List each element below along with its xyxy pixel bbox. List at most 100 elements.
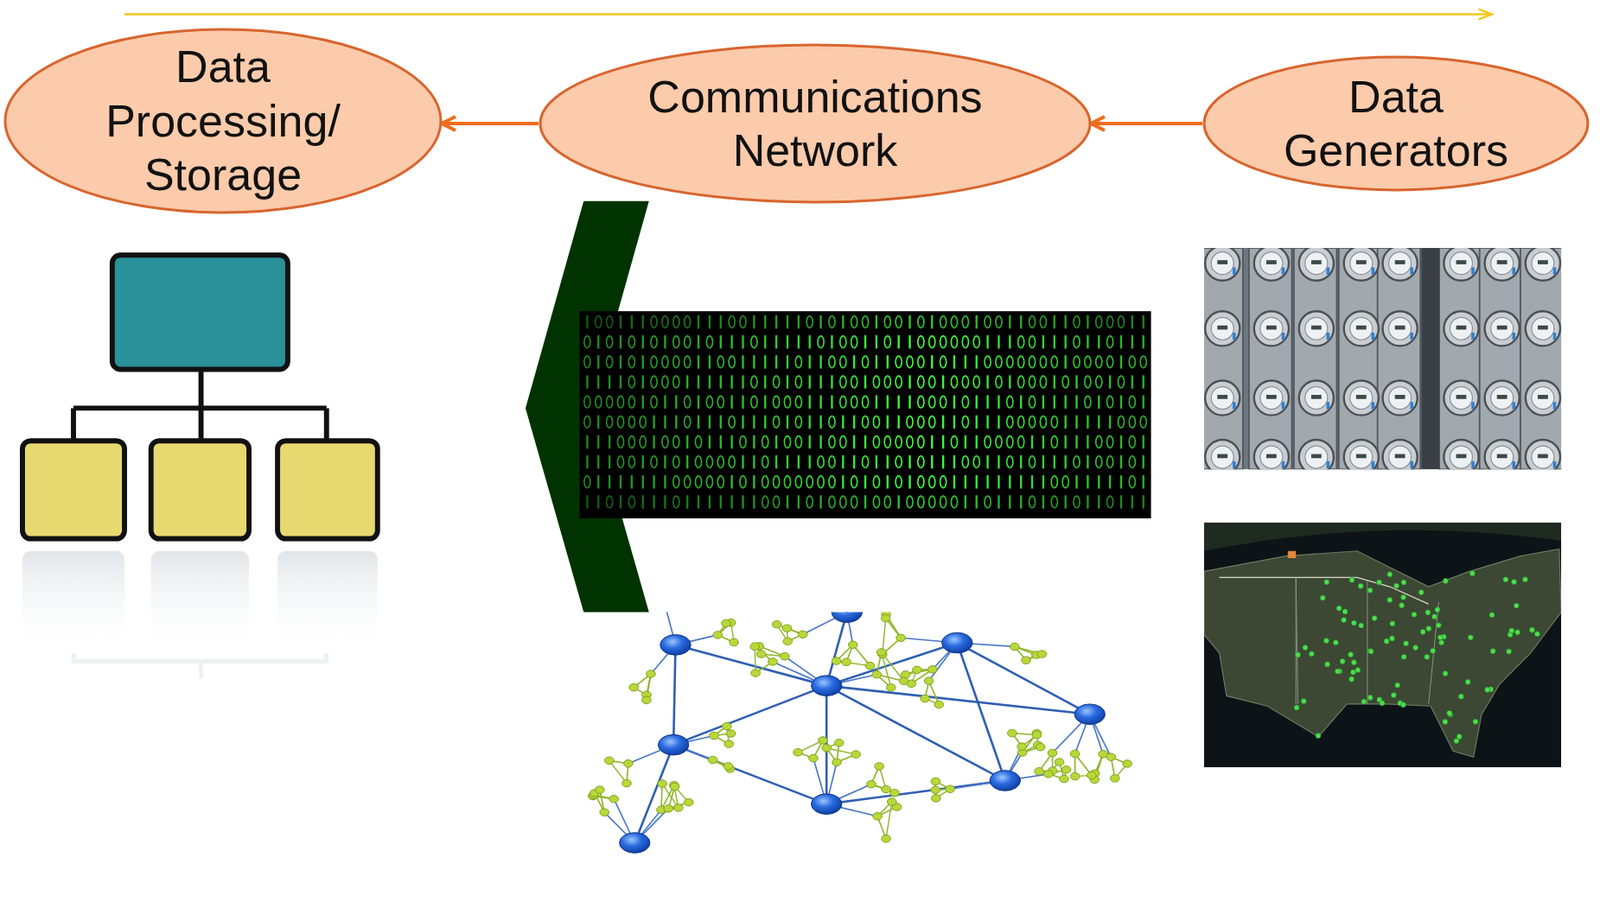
leaf-node (683, 798, 694, 807)
sensor-dot (1339, 658, 1346, 664)
binary-digit (1109, 375, 1111, 389)
binary-digit (908, 475, 911, 489)
node-text-group: Communications Network (633, 70, 997, 179)
binary-digit (1051, 356, 1058, 369)
binary-digit (1117, 376, 1124, 389)
meter-display (1456, 454, 1467, 459)
binary-digit (1062, 476, 1069, 489)
binary-digit (606, 336, 613, 349)
binary-digit (1029, 376, 1036, 389)
binary-digit (851, 316, 858, 329)
leaf-node (1106, 753, 1116, 762)
sensor-dot (1300, 698, 1307, 704)
meter-seal (1326, 461, 1331, 469)
binary-digit (1120, 395, 1122, 409)
sensor-dot (1315, 733, 1321, 739)
binary-digit (752, 415, 755, 429)
leaf-node (834, 739, 844, 748)
binary-digit (1064, 455, 1066, 469)
node-label: Data Processing/ Storage (93, 39, 353, 202)
binary-digit (886, 395, 889, 409)
binary-digit (695, 476, 702, 489)
binary-digit (809, 435, 811, 449)
binary-digit (762, 496, 769, 509)
binary-digit (1029, 316, 1036, 329)
network-leaves (588, 612, 1133, 843)
leaf-node (726, 730, 736, 739)
binary-digit (975, 355, 978, 369)
binary-digit (730, 395, 733, 409)
hub-node (989, 771, 1020, 792)
meter-seal (1326, 267, 1331, 275)
meter-ring (1344, 381, 1379, 416)
binary-digit (708, 495, 711, 509)
meter-seal (1281, 461, 1286, 469)
network-hubs (619, 612, 1106, 855)
sensor-dot (1341, 617, 1347, 623)
leaf-node (729, 638, 740, 647)
meter-face (1491, 317, 1514, 340)
binary-digit (764, 375, 766, 389)
binary-digit (631, 315, 633, 329)
binary-digit (619, 495, 622, 509)
binary-digit (809, 395, 811, 409)
binary-digit (975, 395, 978, 409)
binary-digit (930, 315, 933, 329)
binary-digit (973, 456, 980, 469)
binary-ground (580, 311, 1152, 519)
sensor-dot (1387, 597, 1393, 603)
binary-digit (762, 436, 769, 449)
meter-display (1537, 325, 1549, 331)
sensor-dot (1361, 699, 1367, 705)
meter-seal (1232, 332, 1237, 340)
binary-digit (795, 415, 802, 428)
binary-digit (764, 315, 766, 329)
binary-digit (953, 395, 956, 409)
meter-face (1350, 317, 1373, 340)
binary-digit (908, 335, 911, 349)
binary-digit (895, 316, 902, 329)
sensor-dot (1342, 609, 1348, 615)
leaf-node (782, 624, 792, 633)
binary-digit (586, 375, 588, 389)
binary-digit (841, 455, 844, 469)
leaf-node (724, 740, 734, 749)
binary-digit (897, 415, 899, 429)
meter-display (1311, 454, 1322, 459)
meter-seal (1326, 332, 1331, 340)
leaf-node (1070, 750, 1080, 759)
binary-digit (875, 355, 878, 369)
meter-ring (1525, 439, 1561, 470)
binary-digit (841, 415, 844, 429)
binary-digit (1053, 375, 1056, 389)
leaf-node (707, 756, 718, 765)
leaf-node (847, 641, 858, 650)
leaf-node (930, 777, 941, 786)
binary-digit (840, 436, 847, 449)
binary-digit (751, 376, 758, 389)
binary-digit (930, 435, 933, 449)
binary-digit (728, 456, 735, 469)
binary-digit (1131, 315, 1134, 329)
leaf-node (872, 670, 882, 679)
binary-digit (908, 315, 911, 329)
leaf-node (604, 757, 614, 765)
meter-face (1305, 317, 1328, 340)
binary-digit (1073, 456, 1080, 469)
sensor-dot (1431, 614, 1437, 620)
binary-digit (895, 356, 902, 369)
binary-digit (663, 335, 666, 349)
binary-digit (851, 476, 858, 489)
binary-digit (953, 355, 956, 369)
binary-digit (784, 476, 791, 489)
binary-digit (1128, 356, 1135, 369)
binary-digit (631, 475, 633, 489)
binary-digit (997, 475, 1000, 489)
binary-digit (940, 476, 947, 489)
hub-link (673, 745, 827, 804)
binary-digit (663, 395, 666, 409)
binary-digit (1007, 415, 1014, 428)
binary-digit (642, 495, 644, 509)
meter-face (1389, 317, 1412, 340)
meter-seal (1281, 332, 1286, 340)
